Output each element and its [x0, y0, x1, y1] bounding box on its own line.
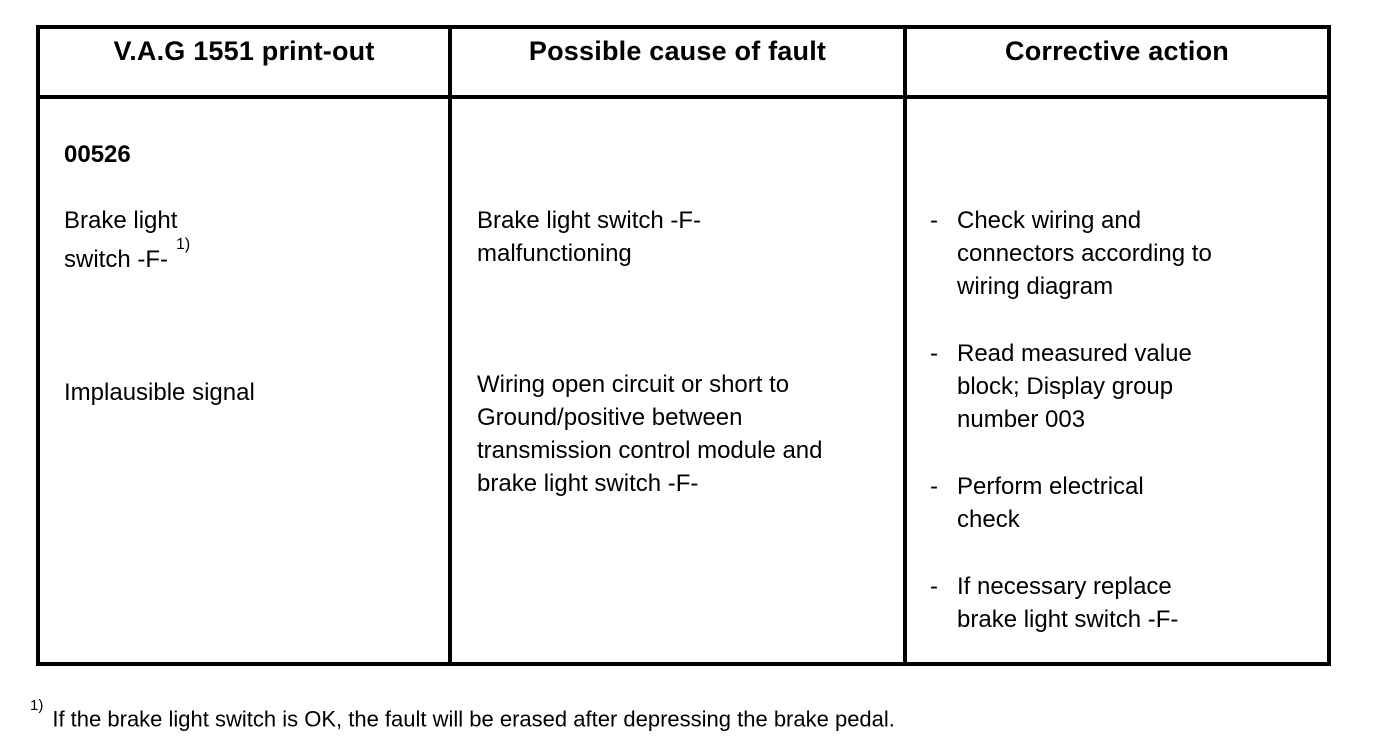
footnote: 1) If the brake light switch is OK, the f… [30, 697, 895, 733]
action-text-replace-switch: If necessary replace brake light switch … [957, 573, 1179, 633]
printout-cell: 00526 Brake light switch -F- 1) Implausib… [40, 99, 452, 662]
action-bullet-dash: - [930, 340, 938, 367]
fault-symptom: Implausible signal [64, 379, 255, 406]
cause-cell: Brake light switch -F- malfunctioning Wi… [452, 99, 907, 662]
action-item: - Perform electrical check [930, 470, 1317, 536]
action-bullet-dash: - [930, 207, 938, 234]
action-item: - If necessary replace brake light switc… [930, 570, 1317, 636]
action-text-electrical-check: Perform electrical check [957, 473, 1144, 533]
action-bullet-dash: - [930, 473, 938, 500]
footnote-reference-marker: 1) [176, 236, 191, 253]
footnote-text: If the brake light switch is OK, the fau… [52, 706, 895, 732]
fault-name-line1: Brake light [64, 207, 178, 234]
fault-name-line2: switch -F- 1) [64, 236, 438, 276]
action-item: - Read measured value block; Display gro… [930, 337, 1317, 436]
action-cell: - Check wiring and connectors according … [907, 99, 1327, 662]
table-header-row: V.A.G 1551 print-out Possible cause of f… [40, 29, 1327, 99]
fault-table: V.A.G 1551 print-out Possible cause of f… [36, 25, 1331, 666]
fault-code: 00526 [64, 141, 131, 168]
fault-name-line2-text: switch -F- [64, 246, 168, 273]
action-bullet-dash: - [930, 573, 938, 600]
footnote-marker: 1) [30, 697, 44, 714]
header-possible-cause: Possible cause of fault [452, 29, 907, 95]
header-corrective-action: Corrective action [1005, 36, 1229, 66]
cause-item-2: Wiring open circuit or short to Ground/p… [477, 371, 823, 497]
table-body-row: 00526 Brake light switch -F- 1) Implausib… [40, 99, 1327, 662]
cause-item-1: Brake light switch -F- malfunctioning [477, 207, 702, 267]
action-item: - Check wiring and connectors according … [930, 204, 1317, 303]
fault-name: Brake light switch -F- 1) [64, 204, 438, 276]
action-text-check-wiring: Check wiring and connectors according to… [957, 207, 1212, 300]
action-text-read-measured-value: Read measured value block; Display group… [957, 340, 1192, 433]
header-vag-printout: V.A.G 1551 print-out [40, 29, 452, 95]
